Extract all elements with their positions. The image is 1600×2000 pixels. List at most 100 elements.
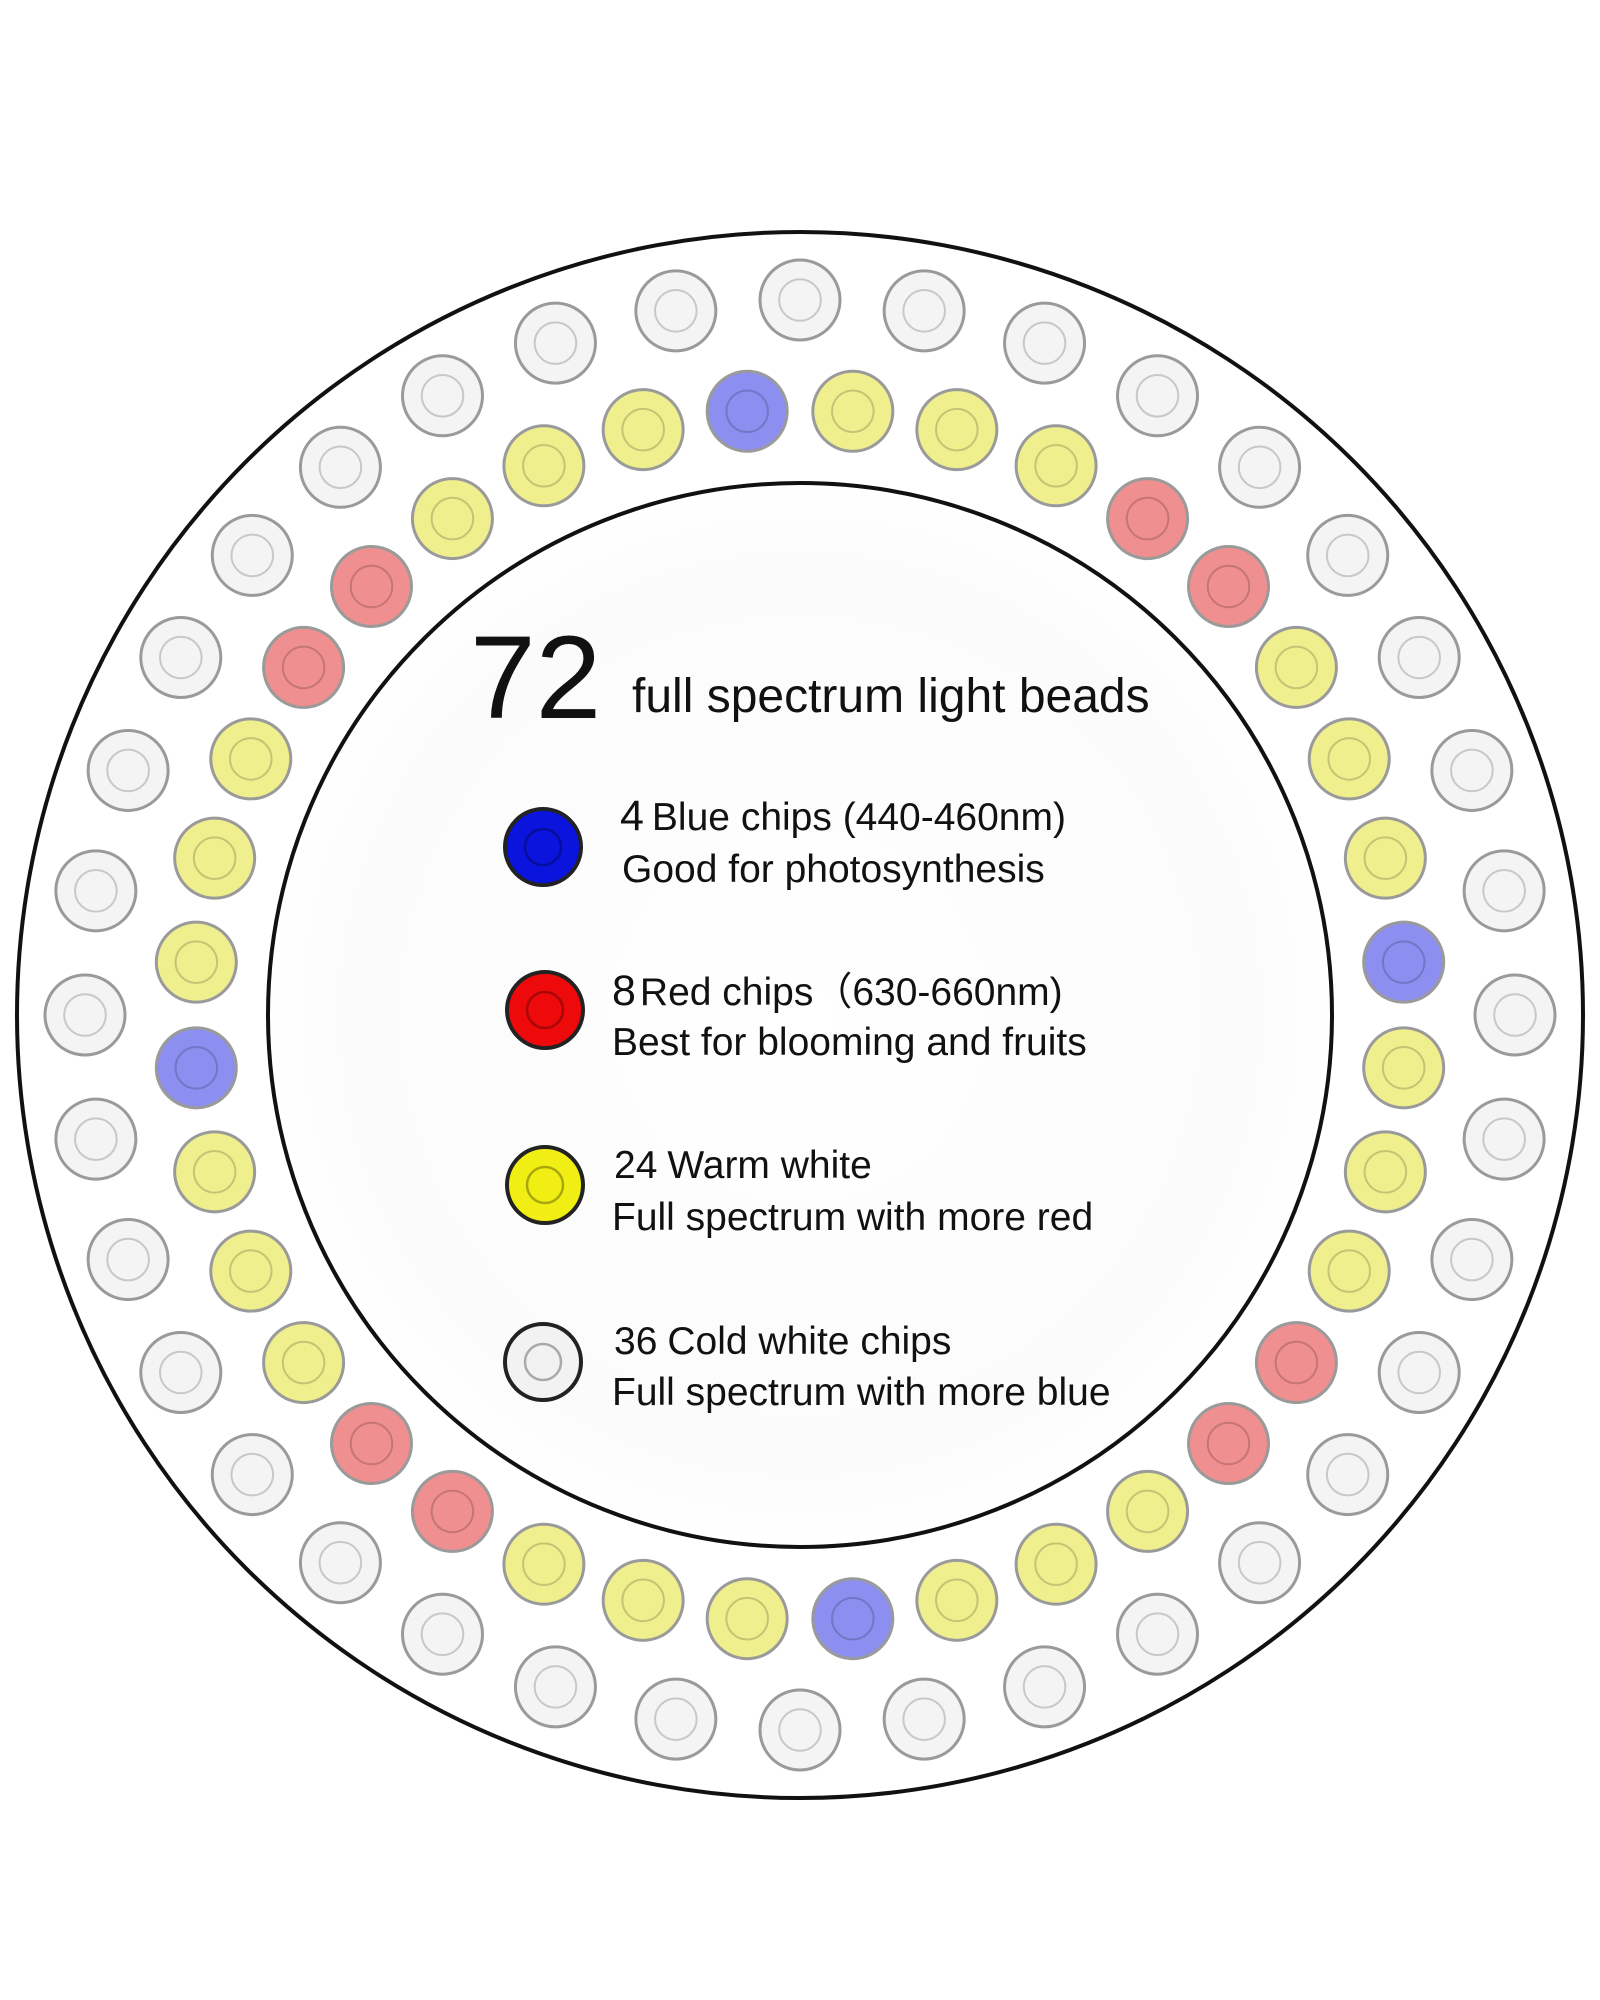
bead-inner-red: [1106, 477, 1190, 561]
bead-inner-yellow: [1254, 625, 1338, 709]
legend-swatch-cold-white: [503, 1322, 583, 1402]
bead-inner-red: [1187, 544, 1271, 628]
bead-outer-white: [1430, 1218, 1514, 1302]
bead-inner-blue: [811, 1577, 895, 1661]
bead-outer-white: [1003, 301, 1087, 385]
bead-outer-white: [758, 258, 842, 342]
bead-inner-yellow: [1014, 424, 1098, 508]
bead-inner-yellow: [1106, 1469, 1190, 1553]
legend-desc-cold-white: Full spectrum with more blue: [612, 1371, 1111, 1414]
bead-outer-white: [86, 728, 170, 812]
bead-outer-white: [210, 513, 294, 597]
bead-inner-red: [410, 1469, 494, 1553]
bead-outer-white: [1430, 728, 1514, 812]
legend-desc-red: Best for blooming and fruits: [612, 1021, 1087, 1064]
bead-inner-yellow: [1307, 1229, 1391, 1313]
bead-outer-white: [1116, 1592, 1199, 1676]
bead-inner-yellow: [811, 369, 895, 453]
bead-outer-white: [758, 1688, 842, 1772]
legend-swatch-blue: [503, 807, 583, 887]
bead-outer-white: [1116, 354, 1199, 438]
bead-outer-white: [634, 1677, 718, 1761]
bead-outer-white: [1218, 425, 1302, 509]
bead-outer-white: [298, 1521, 382, 1605]
bead-inner-red: [1254, 1321, 1338, 1405]
legend-count-cold-white: 36: [614, 1320, 657, 1363]
bead-inner-yellow: [1307, 717, 1391, 801]
bead-outer-white: [1306, 513, 1390, 597]
bead-outer-white: [298, 425, 382, 509]
legend-swatch-warm-white: [505, 1145, 585, 1225]
bead-outer-white: [1306, 1433, 1390, 1517]
bead-outer-white: [54, 1097, 138, 1181]
legend-name-warm-white: Warm white: [667, 1144, 871, 1187]
bead-outer-white: [43, 973, 127, 1057]
bead-outer-white: [210, 1433, 294, 1517]
bead-outer-white: [513, 301, 597, 385]
bead-inner-blue: [1362, 920, 1446, 1004]
bead-outer-white: [1218, 1521, 1302, 1605]
bead-outer-white: [1462, 1097, 1546, 1181]
bead-inner-yellow: [502, 424, 586, 508]
legend-count-warm-white: 24: [614, 1144, 657, 1187]
bead-inner-yellow: [410, 477, 494, 561]
bead-inner-yellow: [1343, 1130, 1427, 1214]
legend-count-red: 8: [612, 967, 636, 1015]
bead-outer-white: [1473, 973, 1557, 1057]
bead-inner-yellow: [173, 1130, 257, 1214]
bead-inner-yellow: [1014, 1522, 1098, 1606]
legend-desc-blue: Good for photosynthesis: [622, 848, 1045, 891]
bead-inner-red: [262, 625, 346, 709]
bead-inner-yellow: [915, 388, 999, 472]
bead-outer-white: [882, 269, 966, 353]
bead-outer-white: [401, 1592, 484, 1676]
legend-count-blue: 4: [620, 792, 644, 840]
bead-outer-white: [634, 269, 718, 353]
bead-inner-red: [1187, 1402, 1271, 1486]
bead-outer-white: [139, 1331, 223, 1414]
bead-outer-white: [1462, 849, 1546, 933]
bead-outer-white: [401, 354, 484, 438]
bead-inner-yellow: [502, 1522, 586, 1606]
bead-inner-blue: [154, 1026, 238, 1110]
bead-inner-yellow: [209, 1229, 293, 1313]
bead-inner-yellow: [173, 816, 257, 900]
bead-inner-yellow: [705, 1577, 789, 1661]
bead-outer-white: [513, 1645, 597, 1729]
bead-inner-red: [329, 544, 413, 628]
legend-name-cold-white: Cold white chips: [667, 1320, 951, 1363]
legend-name-blue: Blue chips (440-460nm): [652, 796, 1066, 839]
bead-inner-yellow: [601, 1558, 685, 1642]
bead-inner-red: [329, 1402, 413, 1486]
bead-outer-white: [1003, 1645, 1087, 1729]
bead-inner-yellow: [915, 1558, 999, 1642]
bead-outer-white: [1377, 616, 1461, 699]
bead-outer-white: [139, 616, 223, 699]
bead-inner-yellow: [209, 717, 293, 801]
bead-outer-white: [1377, 1331, 1461, 1414]
bead-inner-yellow: [1343, 816, 1427, 900]
bead-layer: [43, 258, 1557, 1772]
legend-name-red: Red chips（630-660nm): [640, 971, 1063, 1014]
legend-swatch-red: [505, 970, 585, 1050]
bead-inner-yellow: [601, 388, 685, 472]
bead-inner-yellow: [154, 920, 238, 1004]
legend-desc-warm-white: Full spectrum with more red: [612, 1196, 1093, 1239]
title-text: full spectrum light beads: [632, 670, 1150, 723]
title-number: 72: [470, 612, 601, 744]
bead-inner-blue: [705, 369, 789, 453]
inner-ring-border: [266, 481, 1334, 1549]
bead-inner-yellow: [262, 1321, 346, 1405]
bead-inner-yellow: [1362, 1026, 1446, 1110]
bead-outer-white: [86, 1218, 170, 1302]
bead-outer-white: [54, 849, 138, 933]
